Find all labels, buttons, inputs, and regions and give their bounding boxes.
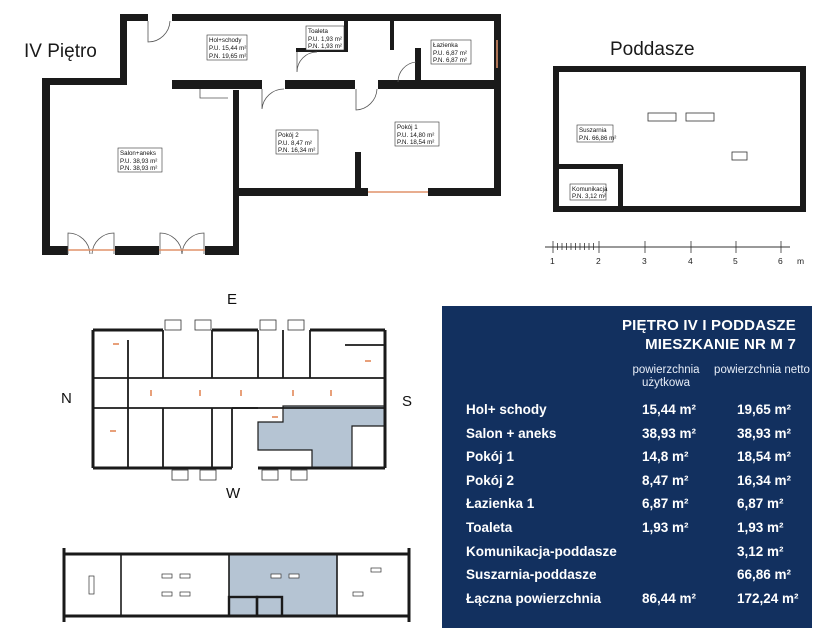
svg-text:Toaleta: Toaleta [308, 28, 329, 35]
room-label-toaleta: Toaleta P.U. 1,93 m² P.N. 1,93 m² [305, 25, 345, 51]
table-row: Suszarnia-poddasze 66,86 m² [442, 567, 812, 591]
svg-text:Pokój 1: Pokój 1 [397, 124, 418, 131]
row-usable: 15,44 m² [642, 402, 697, 417]
row-net: 1,93 m² [737, 519, 784, 535]
row-name: Suszarnia-poddasze [466, 567, 597, 583]
row-net: 18,54 m² [737, 449, 792, 465]
room-label-pokoj2: Pokój 2 P.U. 8,47 m² P.N. 16,34 m² [275, 129, 319, 155]
row-name: Łazienka 1 [466, 496, 535, 512]
row-net: 38,93 m² [737, 425, 792, 441]
room-label-hol: Hol+schody P.U. 15,44 m² P.N. 19,65 m² [206, 34, 248, 61]
row-usable: 1,93 m² [642, 519, 689, 535]
floor4-title-text: IV Piętro [24, 41, 97, 62]
row-name: Komunikacja-poddasze [466, 543, 617, 559]
compass-east: E [227, 291, 237, 308]
scale-tick-4: 4 [688, 256, 693, 266]
compass-north: N [61, 390, 72, 407]
row-name: Salon + aneks [466, 425, 557, 441]
column-header-usable: powierzchnia użytkowa [632, 364, 700, 389]
svg-text:P.N. 38,93 m²: P.N. 38,93 m² [120, 165, 157, 172]
svg-text:P.N. 3,12 m²: P.N. 3,12 m² [572, 193, 606, 200]
row-usable: 86,44 m² [642, 590, 697, 606]
svg-text:P.U. 14,80 m²: P.U. 14,80 m² [397, 132, 434, 139]
svg-text:P.U. 6,87 m²: P.U. 6,87 m² [433, 50, 467, 57]
attic-skylights [647, 112, 748, 161]
row-net: 19,65 m² [737, 402, 792, 417]
svg-text:Komunikacja: Komunikacja [572, 186, 608, 193]
svg-text:Suszarnia: Suszarnia [579, 127, 607, 134]
row-usable: 38,93 m² [642, 425, 697, 441]
svg-text:Pokój 2: Pokój 2 [278, 132, 299, 139]
table-row: Toaleta 1,93 m² 1,93 m² [442, 520, 812, 544]
attic-key-plan [62, 548, 411, 622]
svg-text:P.N. 6,87 m²: P.N. 6,87 m² [433, 57, 467, 64]
svg-text:P.U. 15,44 m²: P.U. 15,44 m² [209, 45, 246, 52]
panel-title-line2: MIESZKANIE NR M 7 [645, 336, 796, 353]
compass-south: S [402, 393, 412, 410]
area-table: Hol+ schody 15,44 m² 19,65 m² Salon + an… [442, 402, 812, 614]
svg-text:P.N. 1,93 m²: P.N. 1,93 m² [308, 43, 342, 50]
room-label-lazienka: Łazienka P.U. 6,87 m² P.N. 6,87 m² [430, 39, 472, 65]
floor4-plan: Hol+schody P.U. 15,44 m² P.N. 19,65 m² T… [42, 14, 501, 255]
row-net: 16,34 m² [737, 472, 792, 488]
row-name: Pokój 2 [466, 472, 515, 488]
scale-tick-3: 3 [642, 256, 647, 266]
row-net: 66,86 m² [737, 567, 792, 583]
attic-title-text: Poddasze [610, 39, 695, 60]
scale-tick-5: 5 [733, 256, 738, 266]
area-summary-panel: PIĘTRO IV I PODDASZE MIESZKANIE NR M 7 p… [442, 306, 812, 628]
table-row: Salon + aneks 38,93 m² 38,93 m² [442, 426, 812, 450]
scale-bar: 1 2 3 4 5 6 m [545, 241, 804, 266]
table-row: Łazienka 1 6,87 m² 6,87 m² [442, 496, 812, 520]
table-row: Komunikacja-poddasze 3,12 m² [442, 544, 812, 568]
room-label-komunikacja: Komunikacja P.N. 3,12 m² [569, 183, 608, 201]
column-header-net: powierzchnia netto [714, 364, 810, 376]
building-key-plan: E N S W [61, 291, 412, 502]
floor4-windows [68, 40, 498, 251]
panel-title: PIĘTRO IV I PODDASZE MIESZKANIE NR M 7 [622, 316, 796, 354]
panel-title-line1: PIĘTRO IV I PODDASZE [621, 317, 796, 334]
svg-text:Hol+schody: Hol+schody [209, 37, 242, 44]
svg-text:P.U. 38,93 m²: P.U. 38,93 m² [120, 158, 157, 165]
svg-text:Salon+aneks: Salon+aneks [120, 150, 156, 157]
room-label-suszarnia: Suszarnia P.N. 66,86 m² [576, 124, 616, 143]
row-name: Pokój 1 [466, 449, 515, 465]
table-row: Hol+ schody 15,44 m² 19,65 m² [442, 402, 812, 426]
table-row: Pokój 1 14,8 m² 18,54 m² [442, 449, 812, 473]
scale-unit: m [797, 256, 804, 266]
attic-plan: Suszarnia P.N. 66,86 m² Komunikacja P.N.… [553, 66, 806, 212]
svg-text:P.N. 66,86 m²: P.N. 66,86 m² [579, 135, 616, 142]
svg-text:P.N. 19,65 m²: P.N. 19,65 m² [209, 53, 246, 60]
svg-text:P.U. 8,47 m²: P.U. 8,47 m² [278, 140, 312, 147]
row-net: 6,87 m² [737, 496, 784, 512]
attic-walls [553, 66, 806, 212]
row-usable: 8,47 m² [642, 472, 689, 488]
svg-text:P.N. 18,54 m²: P.N. 18,54 m² [397, 139, 434, 146]
row-name: Toaleta [466, 519, 513, 535]
svg-text:P.N. 16,34 m²: P.N. 16,34 m² [278, 147, 315, 154]
compass-west: W [226, 485, 241, 502]
row-usable: 6,87 m² [642, 496, 689, 512]
row-name: Łączna powierzchnia [466, 590, 602, 606]
room-label-pokoj1: Pokój 1 P.U. 14,80 m² P.N. 18,54 m² [394, 121, 440, 147]
scale-tick-2: 2 [596, 256, 601, 266]
scale-tick-1: 1 [550, 256, 555, 266]
table-row-total: Łączna powierzchnia 86,44 m² 172,24 m² [442, 591, 812, 615]
row-usable: 14,8 m² [642, 449, 689, 465]
svg-text:P.U. 1,93 m²: P.U. 1,93 m² [308, 36, 342, 43]
room-label-salon: Salon+aneks P.U. 38,93 m² P.N. 38,93 m² [117, 147, 163, 173]
scale-tick-6: 6 [778, 256, 783, 266]
svg-text:Łazienka: Łazienka [433, 42, 458, 49]
row-name: Hol+ schody [466, 402, 547, 417]
table-row: Pokój 2 8,47 m² 16,34 m² [442, 473, 812, 497]
row-net: 3,12 m² [737, 543, 784, 559]
row-net: 172,24 m² [737, 590, 799, 606]
